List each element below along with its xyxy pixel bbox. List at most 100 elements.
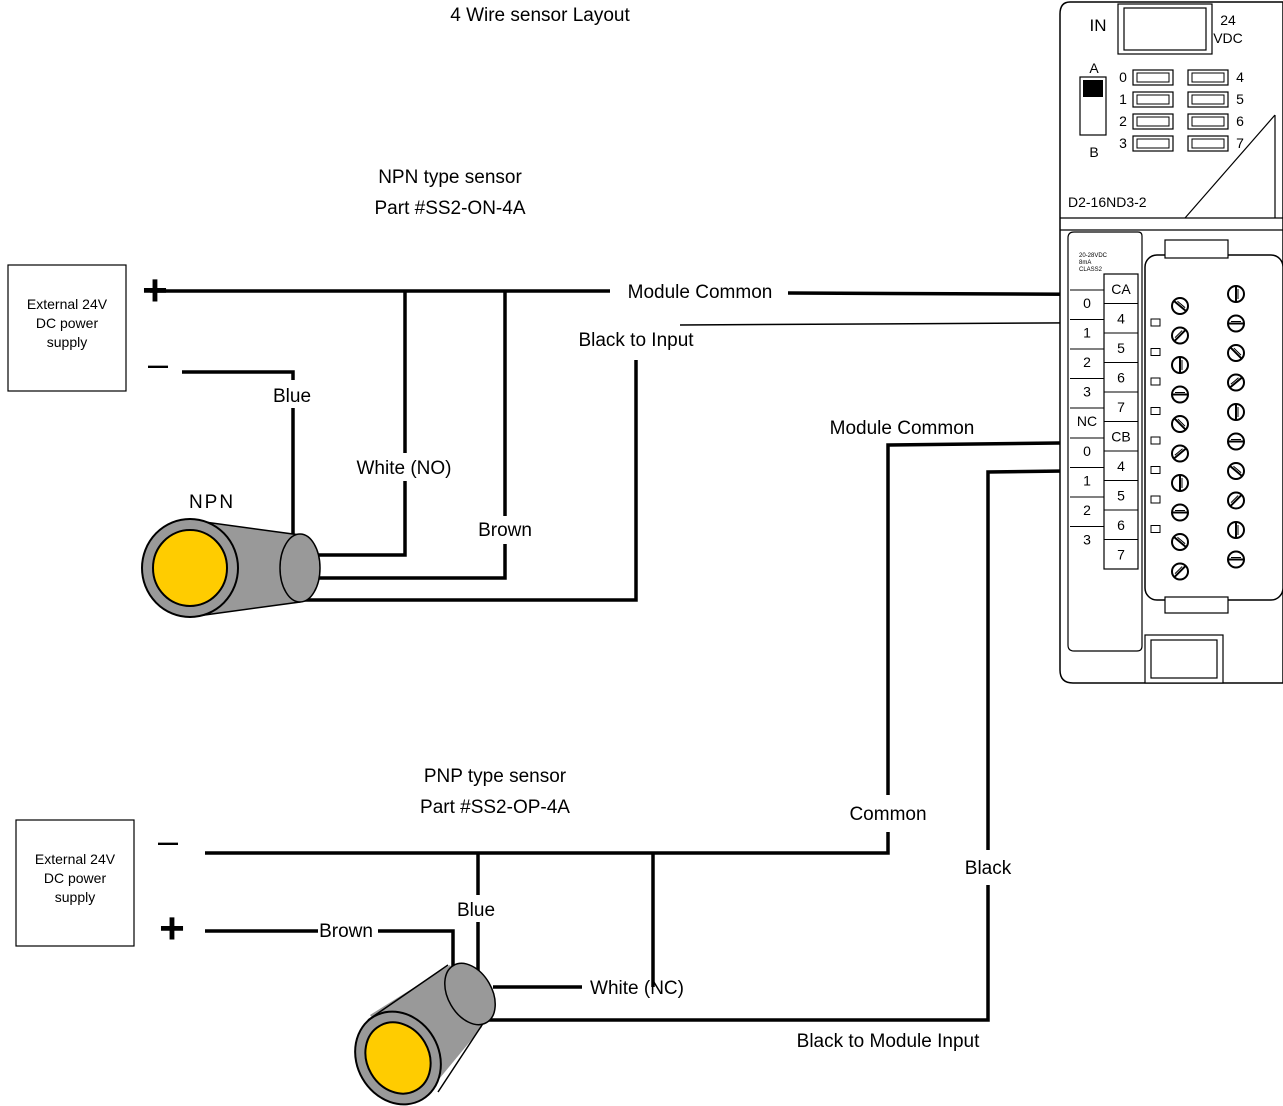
npn-module-common-label: Module Common: [628, 282, 773, 303]
npn-blue-wire-label: Blue: [273, 386, 311, 407]
npn-wires: [150, 289, 1227, 602]
led-indicator-inner: [1191, 138, 1225, 149]
npn-supply-line2: DC power: [36, 315, 99, 331]
npn-black-to-input-label: Black to Input: [578, 330, 694, 351]
pnp-supply-line1: External 24V: [35, 851, 116, 867]
module-model-label: D2-16ND3-2: [1068, 194, 1147, 210]
npn-sensor-label: NPN: [189, 492, 235, 513]
pnp-minus-sign: –: [158, 820, 178, 861]
screw-icon: [1227, 550, 1245, 569]
side-terminal-label: 3: [1083, 384, 1091, 400]
rating-line2: 8mA: [1079, 260, 1091, 266]
led-label-left: 2: [1119, 113, 1127, 129]
led-label-right: 7: [1236, 135, 1244, 151]
led-indicator-inner: [1136, 72, 1170, 83]
terminal-label: 7: [1117, 399, 1125, 415]
terminal-label: CA: [1111, 281, 1131, 297]
screw-icon: [1227, 285, 1245, 303]
terminal-label: 6: [1117, 370, 1125, 386]
terminal-label: CB: [1111, 429, 1130, 445]
mode-switch[interactable]: [1079, 76, 1107, 136]
pnp-black-to-module-input-label: Black to Module Input: [797, 1031, 980, 1052]
npn-part-number: Part #SS2-ON-4A: [375, 198, 526, 219]
led-label-right: 6: [1236, 113, 1244, 129]
screw-icon: [1227, 314, 1245, 333]
side-terminal-label: 3: [1083, 532, 1091, 548]
side-terminal-label: NC: [1077, 413, 1097, 429]
screw-icon: [1171, 533, 1189, 551]
pnp-white-wire-label: White (NC): [590, 978, 684, 999]
pnp-part-number: Part #SS2-OP-4A: [420, 797, 570, 818]
led-indicator-inner: [1191, 94, 1225, 105]
screw-icon: [1227, 403, 1245, 421]
pnp-black-label: Black: [965, 858, 1012, 879]
terminal-screws: [1150, 285, 1245, 581]
npn-white-label-bg: [348, 453, 460, 481]
pnp-supply-line3: supply: [55, 889, 95, 905]
screw-icon: [1227, 491, 1245, 510]
screw-icon: [1227, 344, 1245, 362]
npn-sensor: [141, 518, 321, 618]
terminal-label: 6: [1117, 517, 1125, 533]
rating-line3: CLASS2: [1079, 267, 1103, 273]
terminal-label: 5: [1117, 488, 1125, 504]
screw-icon: [1171, 415, 1189, 433]
terminal-pin: [1150, 407, 1161, 415]
npn-brown-label-bg: [470, 516, 540, 544]
side-terminal-label: 2: [1083, 502, 1091, 518]
npn-power-supply: External 24V DC power supply: [7, 264, 127, 392]
switch-a-label: A: [1089, 60, 1099, 76]
npn-supply-line3: supply: [47, 334, 87, 350]
led-label-left: 3: [1119, 135, 1127, 151]
pnp-module-common-label: Module Common: [830, 418, 975, 439]
led-label-left: 0: [1119, 69, 1127, 85]
led-label-left: 1: [1119, 91, 1127, 107]
pnp-heading: PNP type sensor: [424, 766, 567, 787]
module-in-label: IN: [1090, 16, 1107, 35]
led-indicator-inner: [1136, 138, 1170, 149]
pnp-plus-sign: +: [159, 904, 185, 953]
screw-icon: [1227, 373, 1245, 392]
side-terminal-label: 2: [1083, 354, 1091, 370]
screw-icon: [1171, 444, 1189, 463]
diagram-title: 4 Wire sensor Layout: [450, 5, 630, 26]
led-indicator-inner: [1136, 116, 1170, 127]
screw-icon: [1171, 503, 1189, 522]
pnp-supply-line2: DC power: [44, 870, 107, 886]
led-indicator-inner: [1191, 116, 1225, 127]
module-vdc-label: VDC: [1213, 30, 1243, 46]
side-terminal-label: 1: [1083, 325, 1091, 341]
pnp-blue-wire-label: Blue: [457, 900, 495, 921]
terminal-pin: [1150, 436, 1161, 445]
terminal-pin: [1150, 377, 1161, 386]
side-terminal-label: 0: [1083, 443, 1091, 459]
pnp-brown-wire-label: Brown: [319, 921, 373, 942]
terminal-pin: [1150, 525, 1161, 533]
side-terminal-label: 1: [1083, 473, 1091, 489]
pnp-sensor: [354, 962, 496, 1106]
terminal-pin: [1150, 466, 1161, 474]
screw-icon: [1227, 521, 1245, 539]
pnp-power-supply: External 24V DC power supply: [15, 819, 135, 947]
led-label-right: 4: [1236, 69, 1244, 85]
npn-heading: NPN type sensor: [378, 167, 522, 188]
rating-line1: 20-28VDC: [1079, 253, 1108, 259]
screw-icon: [1171, 356, 1189, 374]
screw-icon: [1171, 562, 1189, 581]
terminal-pin: [1150, 318, 1161, 327]
screw-icon: [1171, 474, 1189, 492]
screw-icon: [1227, 432, 1245, 451]
terminal-pin: [1150, 495, 1161, 504]
pnp-common-label: Common: [849, 804, 926, 825]
screw-icon: [1171, 297, 1189, 315]
npn-white-wire-label: White (NO): [357, 458, 452, 479]
screw-icon: [1227, 462, 1245, 480]
npn-brown-wire-label: Brown: [478, 520, 532, 541]
terminal-label: 5: [1117, 340, 1125, 356]
led-indicator-inner: [1191, 72, 1225, 83]
side-terminal-label: 0: [1083, 295, 1091, 311]
switch-b-label: B: [1089, 144, 1098, 160]
